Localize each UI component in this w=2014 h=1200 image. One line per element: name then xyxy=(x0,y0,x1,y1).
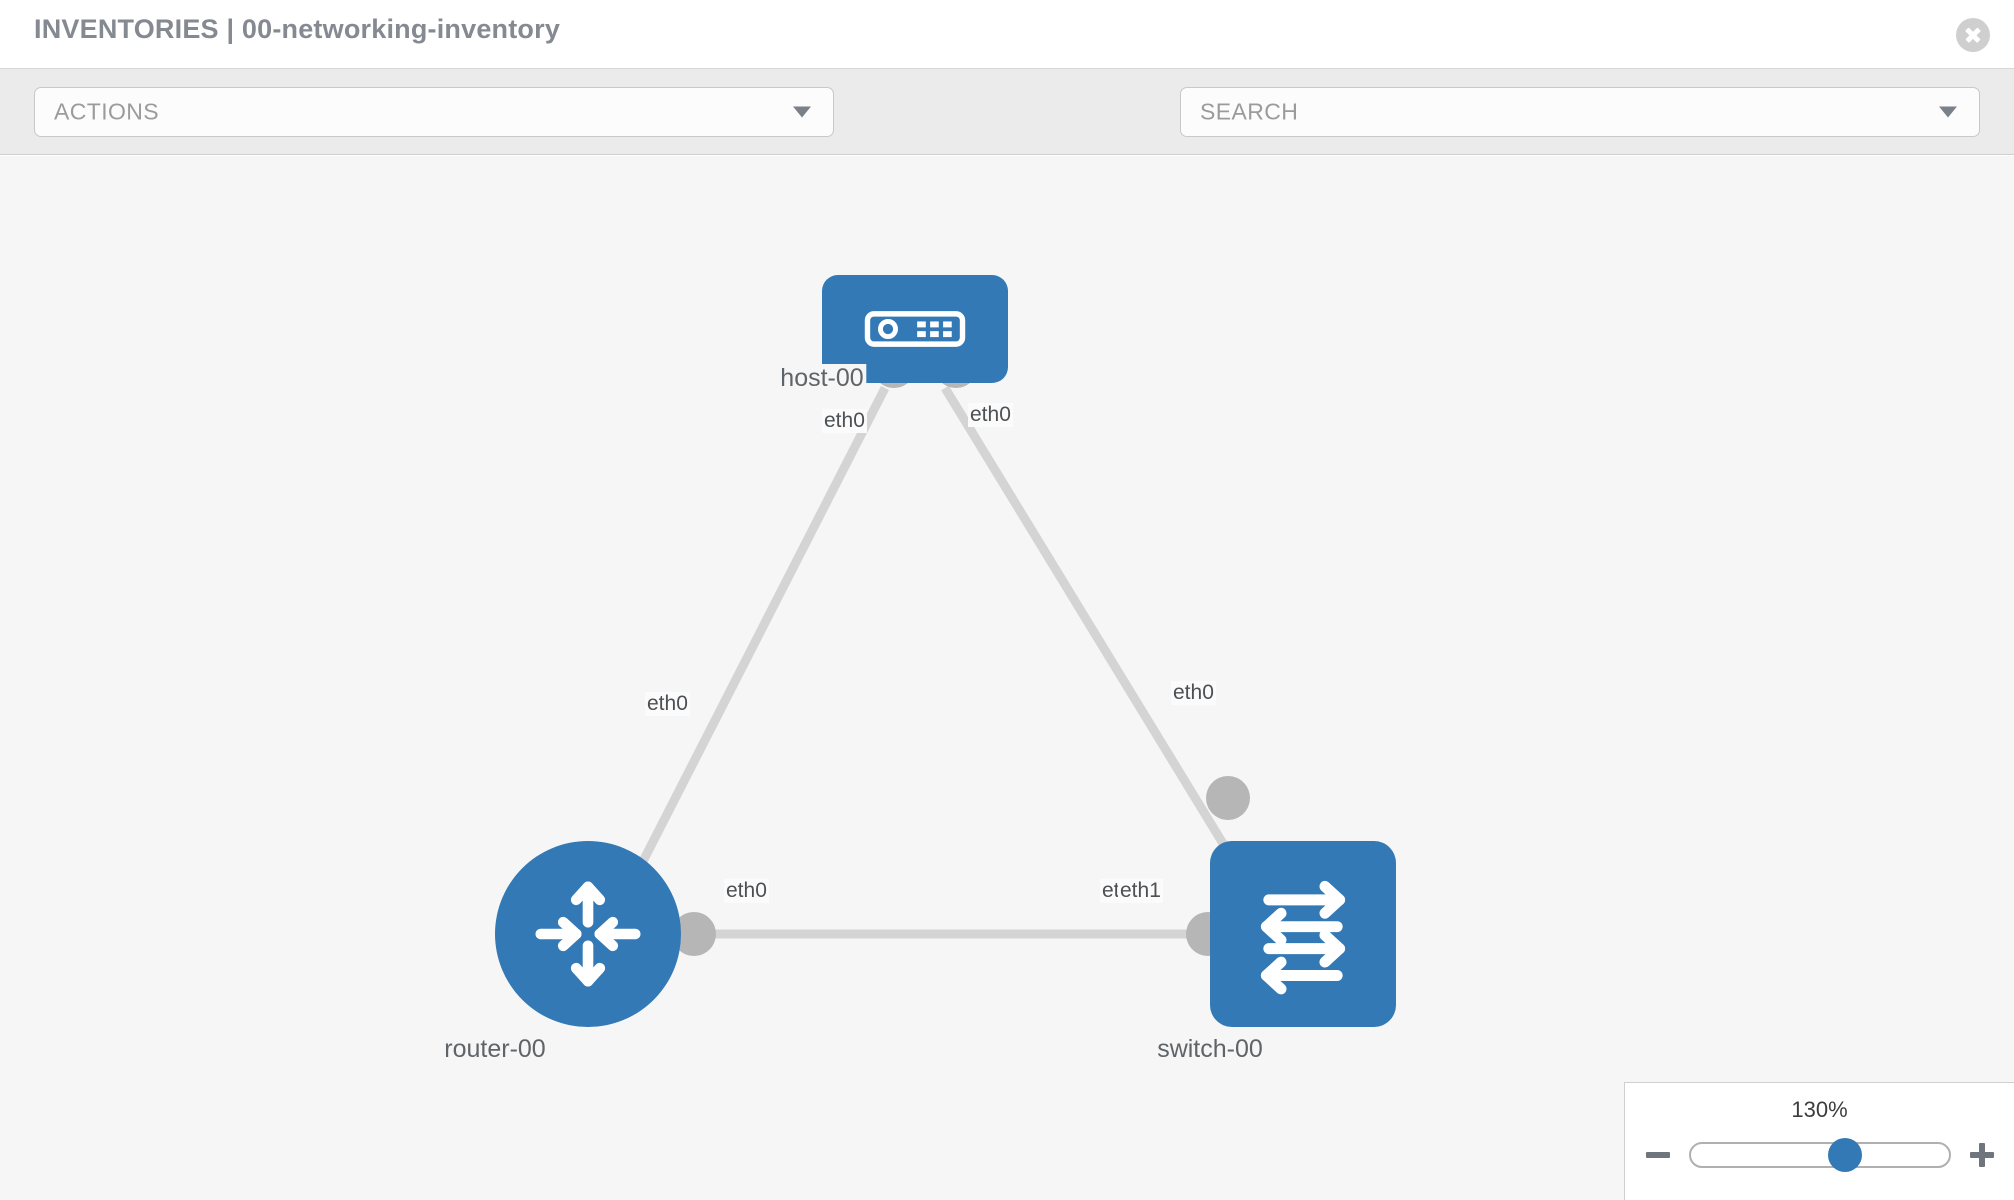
page-header: INVENTORIES | 00-networking-inventory xyxy=(0,0,2014,69)
zoom-in-button[interactable] xyxy=(1967,1140,1997,1170)
toolbar: ACTIONS SEARCH xyxy=(0,69,2014,196)
zoom-out-button[interactable] xyxy=(1643,1140,1673,1170)
router-arrows-icon xyxy=(535,881,641,987)
page-title: INVENTORIES | 00-networking-inventory xyxy=(34,14,561,44)
link-host-switch[interactable] xyxy=(941,385,1259,899)
server-appliance-icon xyxy=(864,311,966,347)
zoom-level-value: 130% xyxy=(1791,1097,1848,1122)
node-label-router: router-00 xyxy=(441,1035,549,1064)
iface-label-switch-left-b: eth1 xyxy=(1118,879,1163,903)
zoom-control-panel: 130% xyxy=(1624,1082,2014,1200)
close-icon[interactable] xyxy=(1956,18,1990,52)
zoom-slider[interactable] xyxy=(1688,1138,1951,1172)
actions-dropdown[interactable]: ACTIONS xyxy=(34,87,834,137)
iface-label-router-right: eth0 xyxy=(724,879,769,903)
chevron-down-icon xyxy=(1939,106,1957,118)
node-label-host: host-00 xyxy=(777,364,867,393)
chevron-down-icon xyxy=(793,106,811,118)
connector-switch-up[interactable] xyxy=(1206,776,1250,820)
iface-label-switch-up: eth0 xyxy=(1171,681,1216,705)
iface-label-host-right: eth0 xyxy=(968,403,1013,427)
node-label-switch: switch-00 xyxy=(1154,1035,1266,1064)
zoom-controls-row xyxy=(1625,1135,2014,1175)
router-node-shape[interactable] xyxy=(495,841,681,1027)
link-host-router[interactable] xyxy=(610,385,890,919)
switch-arrows-icon xyxy=(1260,880,1346,995)
iface-label-router-up: eth0 xyxy=(645,692,690,716)
topology-links xyxy=(610,385,1259,939)
zoom-slider-thumb[interactable] xyxy=(1828,1138,1863,1172)
search-placeholder: SEARCH xyxy=(1200,98,1299,125)
actions-dropdown-label: ACTIONS xyxy=(54,98,160,125)
iface-label-host-left: eth0 xyxy=(822,409,867,433)
switch-node-shape[interactable] xyxy=(1210,841,1396,1027)
topology-canvas[interactable]: host-00 router-00 xyxy=(0,156,2014,1200)
search-input[interactable]: SEARCH xyxy=(1180,87,1980,137)
